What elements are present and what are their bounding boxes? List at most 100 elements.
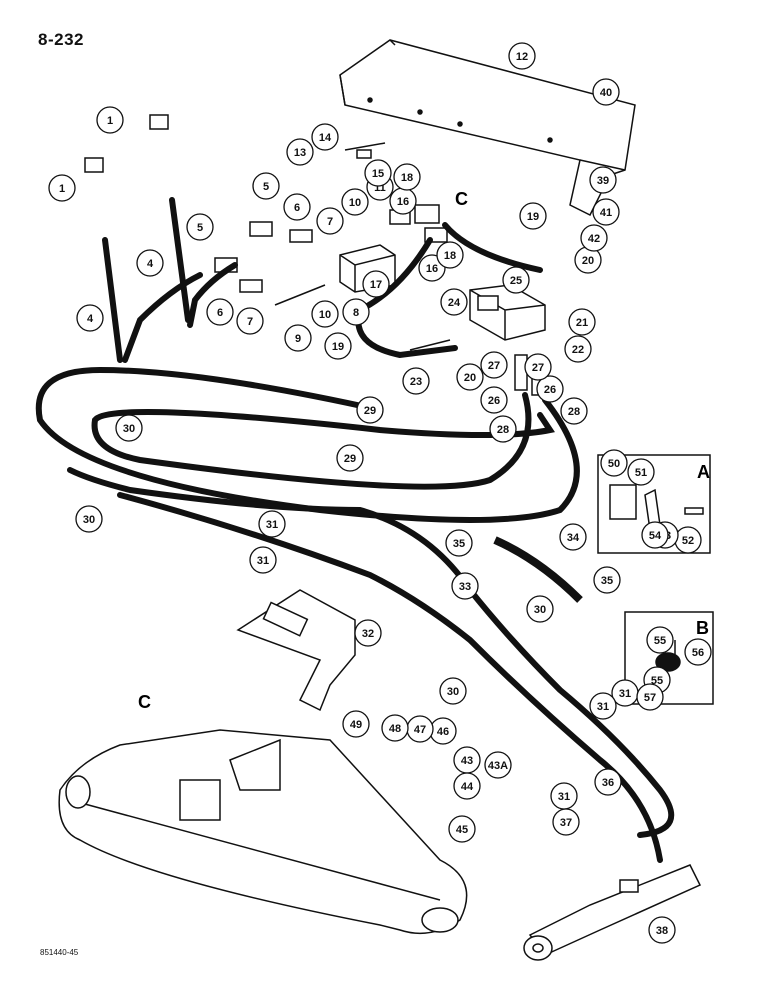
callout-1: 1 xyxy=(48,174,76,202)
detail-label-c-frame: C xyxy=(138,692,151,712)
callout-circle xyxy=(76,304,104,332)
callout-number: 32 xyxy=(362,628,374,640)
callout-circle xyxy=(439,677,467,705)
callout-19: 19 xyxy=(519,202,547,230)
callout-circle xyxy=(456,363,484,391)
callout-5: 5 xyxy=(252,172,280,200)
callout-44: 44 xyxy=(453,772,481,800)
callout-18: 18 xyxy=(393,163,421,191)
callout-group: 1144556677891010111213141516161718181919… xyxy=(48,42,712,944)
callout-13: 13 xyxy=(286,138,314,166)
callout-number: 5 xyxy=(197,222,203,234)
callout-18: 18 xyxy=(436,241,464,269)
callout-24: 24 xyxy=(440,288,468,316)
callout-circle xyxy=(136,249,164,277)
callout-circle xyxy=(186,213,214,241)
callout-40: 40 xyxy=(592,78,620,106)
callout-circle xyxy=(236,307,264,335)
callout-36: 36 xyxy=(594,768,622,796)
callout-7: 7 xyxy=(316,207,344,235)
callout-25: 25 xyxy=(502,266,530,294)
callout-number: 56 xyxy=(692,647,704,659)
callout-number: 38 xyxy=(656,925,668,937)
callout-circle xyxy=(393,163,421,191)
callout-circle xyxy=(311,123,339,151)
callout-circle xyxy=(115,414,143,442)
callout-circle xyxy=(508,42,536,70)
callout-number: 30 xyxy=(83,514,95,526)
callout-19: 19 xyxy=(324,332,352,360)
callout-circle xyxy=(684,638,712,666)
callout-50: 50 xyxy=(600,449,628,477)
detail-label-a: A xyxy=(697,462,710,482)
callout-circle xyxy=(206,298,234,326)
callout-circle xyxy=(526,595,554,623)
callout-28: 28 xyxy=(560,397,588,425)
callout-circle xyxy=(592,198,620,226)
callout-circle xyxy=(589,692,617,720)
callout-circle xyxy=(592,78,620,106)
callout-number: 55 xyxy=(654,635,666,647)
callout-27: 27 xyxy=(524,353,552,381)
detail-b-box xyxy=(624,611,714,705)
callout-37: 37 xyxy=(552,808,580,836)
callout-circle xyxy=(589,166,617,194)
callout-number: 1 xyxy=(59,183,65,195)
callout-47: 47 xyxy=(406,715,434,743)
callout-30: 30 xyxy=(526,595,554,623)
callout-number: 29 xyxy=(344,453,356,465)
callout-circle xyxy=(342,298,370,326)
callout-circle xyxy=(341,188,369,216)
callout-number: 36 xyxy=(602,777,614,789)
callout-number: 46 xyxy=(437,726,449,738)
callout-number: 16 xyxy=(426,263,438,275)
callout-circle xyxy=(453,772,481,800)
callout-number: 27 xyxy=(532,362,544,374)
callout-number: 20 xyxy=(582,255,594,267)
callout-number: 4 xyxy=(147,258,154,270)
callout-number: 7 xyxy=(327,216,333,228)
callout-49: 49 xyxy=(342,710,370,738)
callout-number: 1 xyxy=(107,115,113,127)
callout-circle xyxy=(336,444,364,472)
callout-38: 38 xyxy=(648,916,676,944)
callout-number: 39 xyxy=(597,175,609,187)
callout-circle xyxy=(480,351,508,379)
callout-number: 31 xyxy=(597,701,609,713)
callout-number: 27 xyxy=(488,360,500,372)
callout-22: 22 xyxy=(564,335,592,363)
callout-20: 20 xyxy=(456,363,484,391)
callout-10: 10 xyxy=(341,188,369,216)
callout-52: 52 xyxy=(674,526,702,554)
callout-circle xyxy=(436,241,464,269)
callout-35: 35 xyxy=(593,566,621,594)
callout-5: 5 xyxy=(186,213,214,241)
callout-number: 22 xyxy=(572,344,584,356)
callout-circle xyxy=(524,353,552,381)
callout-number: 30 xyxy=(534,604,546,616)
callout-circle xyxy=(283,193,311,221)
callout-number: 34 xyxy=(567,532,580,544)
callout-number: 18 xyxy=(444,250,456,262)
callout-circle xyxy=(519,202,547,230)
callout-circle xyxy=(646,626,674,654)
callout-circle xyxy=(342,710,370,738)
bracket-block xyxy=(469,284,546,341)
callout-number: 51 xyxy=(635,467,647,479)
callout-29: 29 xyxy=(356,396,384,424)
callout-30: 30 xyxy=(75,505,103,533)
mounting-bracket xyxy=(236,589,356,712)
callout-circle xyxy=(364,159,392,187)
callout-number: 30 xyxy=(447,686,459,698)
callout-circle xyxy=(636,683,664,711)
callout-8: 8 xyxy=(342,298,370,326)
callout-number: 6 xyxy=(294,202,300,214)
callout-number: 54 xyxy=(649,530,662,542)
callout-48: 48 xyxy=(381,714,409,742)
callout-circle xyxy=(641,521,669,549)
callout-circle xyxy=(75,505,103,533)
callout-circle xyxy=(356,396,384,424)
callout-number: 31 xyxy=(266,519,278,531)
callout-number: 10 xyxy=(349,197,361,209)
callout-number: 17 xyxy=(370,279,382,291)
